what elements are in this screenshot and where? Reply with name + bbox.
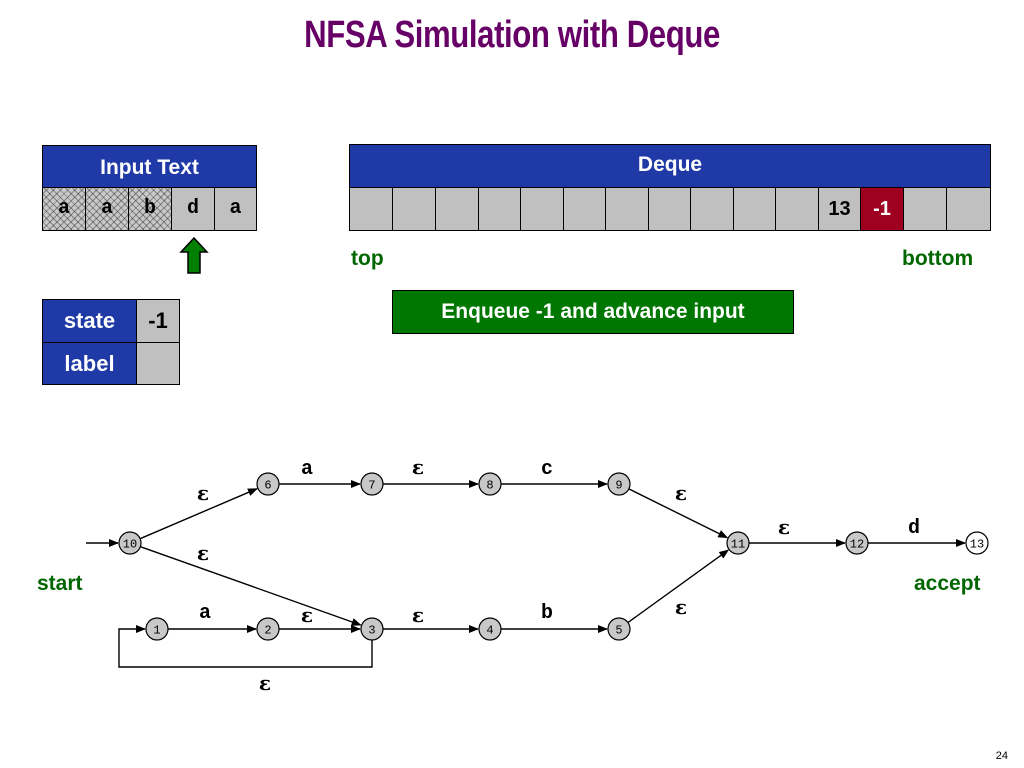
deque-cell <box>349 187 393 231</box>
deque-cells: 13 -1 <box>349 187 991 231</box>
state-value: -1 <box>136 299 180 343</box>
deque-cell <box>946 187 991 231</box>
transition-label: ε <box>778 515 790 539</box>
deque-cell <box>605 187 649 231</box>
state-node: 7 <box>360 472 384 496</box>
transition-edge <box>627 549 730 624</box>
state-node-label: 3 <box>368 624 375 638</box>
transition-label: c <box>541 458 553 481</box>
state-node-label: 13 <box>970 538 984 552</box>
deque-top-label: top <box>351 247 384 270</box>
transition-label: ε <box>412 603 424 627</box>
input-pointer-arrow-icon <box>179 236 209 274</box>
deque-cell-13: 13 <box>818 187 861 231</box>
state-node-label: 12 <box>850 538 864 552</box>
deque-cell <box>690 187 734 231</box>
transition-label: ε <box>301 603 313 627</box>
state-node: 10 <box>118 531 142 555</box>
state-node-label: 5 <box>615 624 622 638</box>
deque-cell <box>563 187 606 231</box>
accept-label: accept <box>914 572 981 595</box>
state-node: 3 <box>360 617 384 641</box>
input-text-cells: a a b d a <box>42 187 257 231</box>
state-label: state <box>42 299 137 343</box>
transition-label: ε <box>675 595 687 619</box>
transition-label: a <box>301 458 313 481</box>
deque-cell <box>733 187 776 231</box>
state-node-label: 7 <box>368 479 375 493</box>
state-node: 6 <box>256 472 280 496</box>
state-node-label: 4 <box>486 624 493 638</box>
state-node: 8 <box>478 472 502 496</box>
transition-label: ε <box>675 481 687 505</box>
input-cell: a <box>214 187 257 231</box>
label-label: label <box>42 342 137 385</box>
input-cell-current: d <box>171 187 215 231</box>
state-node-label: 2 <box>264 624 271 638</box>
transition-label: ε <box>412 455 424 479</box>
deque-bottom-label: bottom <box>902 247 974 270</box>
state-node: 4 <box>478 617 502 641</box>
transition-label: ε <box>259 671 271 695</box>
state-node: 9 <box>607 472 631 496</box>
state-node-label: 6 <box>264 479 271 493</box>
transition-edge <box>118 625 373 668</box>
transition-edge <box>140 546 362 626</box>
transition-label: b <box>541 602 553 625</box>
transition-label: ε <box>197 541 209 565</box>
state-node-label: 9 <box>615 479 622 493</box>
state-node: 2 <box>256 617 280 641</box>
transition-edge <box>139 488 258 540</box>
state-node-label: 10 <box>123 538 137 552</box>
state-node-label: 8 <box>486 479 493 493</box>
page-title: NFSA Simulation with Deque <box>304 14 720 56</box>
status-message: Enqueue -1 and advance input <box>392 290 794 334</box>
input-cell: a <box>42 187 86 231</box>
state-node-label: 1 <box>153 624 160 638</box>
label-value <box>136 342 180 385</box>
input-text-header: Input Text <box>42 145 257 188</box>
transition-edge <box>628 488 729 539</box>
state-node-label: 11 <box>731 538 745 552</box>
state-node: 1 <box>145 617 169 641</box>
transition-label: d <box>908 517 920 540</box>
input-cell: b <box>128 187 172 231</box>
transition-label: ε <box>197 481 209 505</box>
state-node: 12 <box>845 531 869 555</box>
state-node: 11 <box>726 531 750 555</box>
page-number: 24 <box>995 750 1008 762</box>
deque-cell-highlight: -1 <box>860 187 904 231</box>
state-node: 5 <box>607 617 631 641</box>
state-node: 13 <box>965 531 989 555</box>
transition-label: a <box>199 602 211 625</box>
start-label: start <box>37 572 83 595</box>
